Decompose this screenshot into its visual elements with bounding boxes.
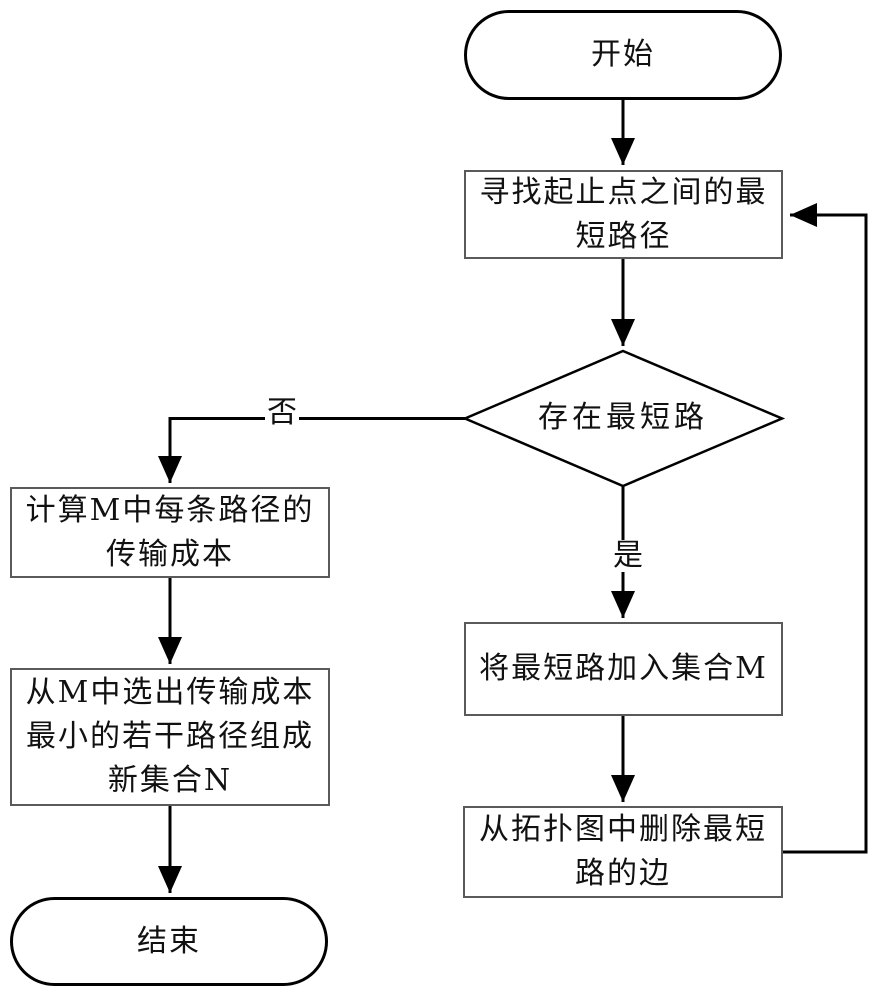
delete-edges-box: 从拓扑图中删除最短 路的边 [463, 806, 783, 898]
edge-label-no: 否 [265, 395, 299, 430]
edge-label-yes: 是 [611, 538, 645, 573]
find-path-line1: 寻找起止点之间的最 [479, 174, 768, 210]
start-label: 开始 [591, 37, 655, 72]
delete-edges-line2: 路的边 [575, 856, 671, 891]
start-terminator: 开始 [464, 10, 782, 100]
find-path-line2: 短路径 [575, 218, 672, 254]
end-terminator: 结束 [10, 897, 328, 986]
select-paths-line2: 最小的若干路径组成 [26, 719, 314, 754]
select-paths-line1: 从M中选出传输成本 [25, 675, 315, 710]
end-label: 结束 [137, 923, 201, 959]
add-to-m-label: 将最短路加入集合M [479, 651, 768, 686]
calc-cost-line1: 计算M中每条路径的 [25, 492, 315, 528]
select-paths-line3: 新集合N [107, 763, 233, 798]
edge-decision-no [158, 417, 465, 483]
delete-edges-line1: 从拓扑图中删除最短 [479, 812, 767, 847]
edge-loop-back [783, 203, 868, 854]
add-to-m-box: 将最短路加入集合M [464, 622, 783, 716]
select-paths-box: 从M中选出传输成本 最小的若干路径组成 新集合N [10, 668, 330, 806]
calc-cost-box: 计算M中每条路径的 传输成本 [10, 487, 330, 578]
find-path-box: 寻找起止点之间的最 短路径 [464, 170, 783, 259]
calc-cost-line2: 传输成本 [106, 536, 234, 572]
decision-label: 存在最短路 [538, 400, 708, 435]
